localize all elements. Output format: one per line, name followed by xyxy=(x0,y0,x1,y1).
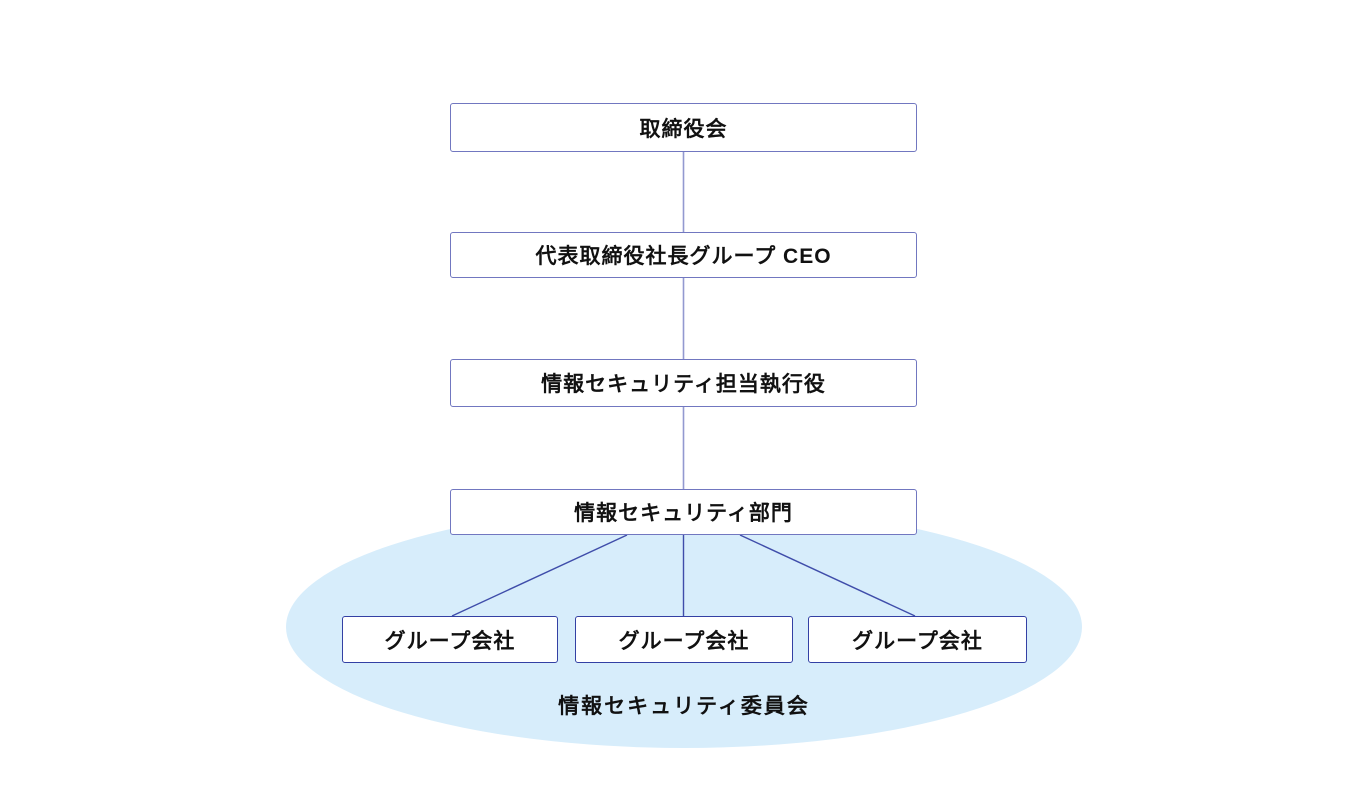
node-group-ceo-label: 代表取締役社長グループ CEO xyxy=(535,245,832,268)
node-group-company-1: グループ会社 xyxy=(342,616,558,663)
node-security-executive: 情報セキュリティ担当執行役 xyxy=(450,359,917,407)
connector-division-group1 xyxy=(451,534,628,617)
node-security-division-label: 情報セキュリティ部門 xyxy=(574,502,793,525)
node-group-company-3-label: グループ会社 xyxy=(852,629,983,653)
node-group-ceo: 代表取締役社長グループ CEO xyxy=(450,232,917,278)
node-group-company-2: グループ会社 xyxy=(575,616,793,663)
connector-division-group3 xyxy=(739,534,916,617)
committee-label: 情報セキュリティ委員会 xyxy=(558,695,810,718)
node-security-executive-label: 情報セキュリティ担当執行役 xyxy=(541,373,826,396)
node-group-company-2-label: グループ会社 xyxy=(618,629,750,653)
node-board-label: 取締役会 xyxy=(639,117,728,141)
node-group-company-3: グループ会社 xyxy=(808,616,1027,663)
node-board: 取締役会 xyxy=(450,103,917,152)
node-security-division: 情報セキュリティ部門 xyxy=(450,489,917,535)
node-group-company-1-label: グループ会社 xyxy=(384,629,516,653)
